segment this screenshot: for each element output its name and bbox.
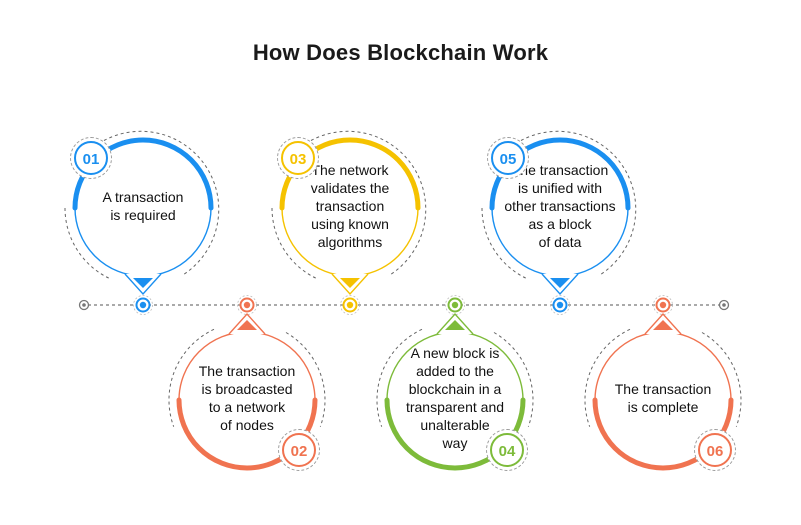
step-4-outer-dash-left	[376, 328, 423, 427]
step-1-pointer	[133, 278, 153, 288]
step-6-pointer	[653, 320, 673, 330]
step-5-thick-arc	[489, 137, 631, 211]
step-3-text: The network validates the transaction us…	[310, 162, 390, 250]
step-1-outer-dash-right	[103, 130, 220, 276]
timeline-start-dot	[82, 303, 86, 307]
step-5-number-badge: 05	[491, 141, 525, 175]
step-1-thick-arc	[72, 137, 214, 211]
step-3-thick-arc	[279, 137, 421, 211]
timeline-node-dot-2	[243, 301, 251, 309]
step-4-text: A new block is added to the blockchain i…	[405, 345, 505, 451]
step-5-outer-dash-right	[520, 130, 637, 276]
step-6-outer-dash-left	[584, 328, 631, 427]
timeline-node-ring-1	[133, 295, 153, 315]
step-3-outer-dash-right	[310, 130, 427, 276]
step-3-pointer	[340, 278, 360, 288]
timeline-node-dot-3	[346, 301, 354, 309]
timeline-node-ring-3	[340, 295, 360, 315]
step-4-pointer	[445, 320, 465, 330]
step-4-number-badge: 04	[490, 433, 524, 467]
step-6-outer-dash-right	[701, 332, 742, 427]
timeline-end-dot	[722, 303, 726, 307]
timeline-node-dot-5	[556, 301, 564, 309]
step-4-outer-dash-right	[493, 332, 534, 427]
timeline-node-ring-6	[653, 295, 673, 315]
timeline-node-dot-6	[659, 301, 667, 309]
timeline-node-ring-4	[445, 295, 465, 315]
step-2-number-badge: 02	[282, 433, 316, 467]
step-1-number-badge: 01	[74, 141, 108, 175]
timeline-node-ring-5	[550, 295, 570, 315]
step-2-outer-dash-left	[168, 328, 215, 427]
diagram-title: How Does Blockchain Work	[252, 40, 549, 65]
step-3-outer-dash-left	[271, 207, 318, 280]
step-2-outer-dash-right	[285, 332, 326, 427]
step-3-number-badge: 03	[281, 141, 315, 175]
step-5-text: The transaction is unified with other tr…	[504, 162, 616, 250]
step-2-pointer	[237, 320, 257, 330]
step-5-outer-dash-left	[481, 207, 528, 280]
step-5-pointer	[550, 278, 570, 288]
step-2-text: The transaction is broadcasted to a netw…	[198, 363, 296, 433]
step-6-text: The transaction is complete	[614, 381, 712, 415]
step-1-text: A transaction is required	[102, 189, 184, 223]
timeline-node-ring-2	[237, 295, 257, 315]
timeline-node-dot-1	[139, 301, 147, 309]
step-1-outer-dash-left	[64, 207, 111, 280]
step-6-number-badge: 06	[698, 433, 732, 467]
timeline-node-dot-4	[451, 301, 459, 309]
